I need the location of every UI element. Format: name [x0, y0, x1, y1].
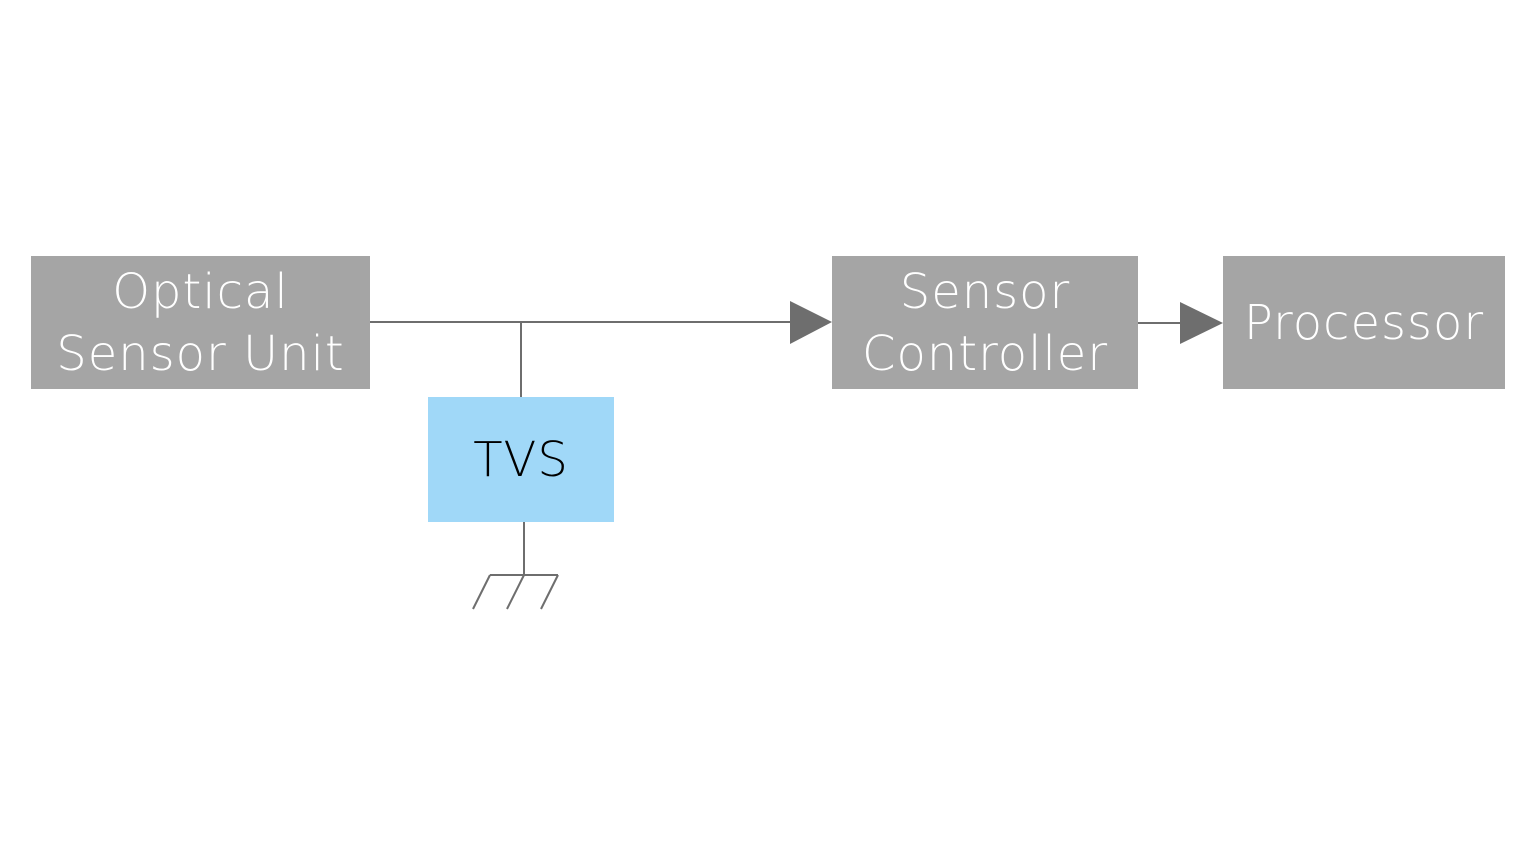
- tvs-block: TVS: [428, 397, 614, 522]
- sensor-controller-block: Sensor Controller: [832, 256, 1138, 389]
- optical-sensor-unit-label-line2: Sensor Unit: [56, 325, 345, 382]
- ground-icon: [472, 574, 559, 610]
- sensor-controller-label-line2: Controller: [861, 325, 1109, 382]
- processor-block: Processor: [1223, 256, 1505, 389]
- tvs-label: TVS: [473, 431, 569, 488]
- optical-sensor-unit-block: Optical Sensor Unit: [31, 256, 370, 389]
- sensor-controller-label-line1: Sensor: [899, 263, 1071, 320]
- optical-sensor-unit-label-line1: Optical: [112, 263, 289, 320]
- arrowhead-to-processor: [1180, 302, 1223, 344]
- arrowhead-to-controller: [790, 301, 832, 344]
- processor-label: Processor: [1243, 294, 1485, 351]
